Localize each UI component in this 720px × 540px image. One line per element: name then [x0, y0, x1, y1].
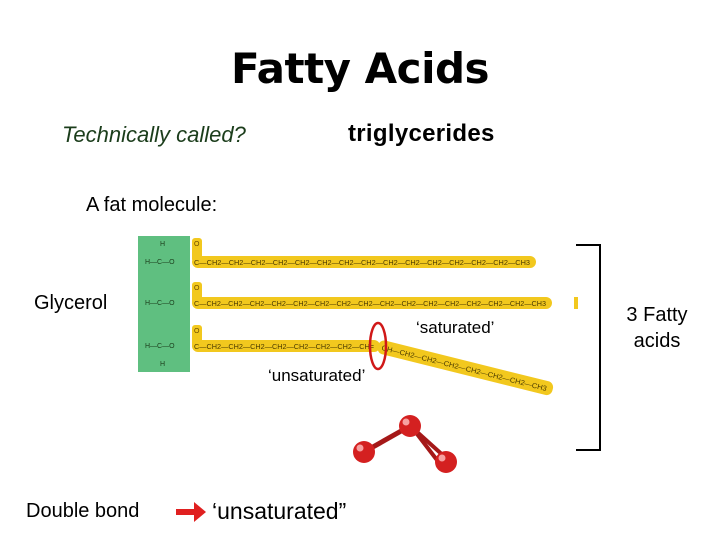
slide-title: Fatty Acids — [230, 44, 490, 93]
svg-text:O: O — [194, 285, 200, 292]
fat-molecule-caption: A fat molecule: — [86, 194, 218, 216]
chain-3-tail-formula: CH—CH2—CH2—CH2—CH2—CH2—CH2—CH3 — [381, 343, 548, 393]
svg-text:O: O — [194, 328, 200, 335]
fatty-acids-bracket — [576, 244, 601, 451]
glycerol-label: Glycerol — [34, 292, 108, 314]
unsaturated-label: ‘unsaturated’ — [268, 366, 366, 385]
fatty-acid-chain-1 — [192, 256, 536, 268]
double-bond-ball-model — [353, 415, 457, 473]
question-text: Technically called? — [62, 122, 246, 147]
double-bond-highlight — [368, 321, 388, 371]
arrow-icon — [176, 502, 206, 522]
glycerol-atom-row-3: H—C—O — [145, 343, 175, 350]
fatty-acid-chain-2 — [192, 297, 552, 309]
chain-3-formula: C—CH2—CH2—CH2—CH2—CH2—CH2—CH2—CH= — [194, 342, 374, 351]
chain-2-formula: C—CH2—CH2—CH2—CH2—CH2—CH2—CH2—CH2—CH2—CH… — [194, 299, 546, 308]
answer-text: triglycerides — [348, 120, 495, 147]
double-bond-label: Double bond — [26, 500, 140, 522]
svg-text:O: O — [194, 241, 200, 248]
glycerol-atom-row-2: H—C—O — [145, 300, 175, 307]
glycerol-atom-row-1: H—C—O — [145, 259, 175, 266]
glycerol-block — [138, 236, 190, 372]
glycerol-atoms: H H—C—O H—C—O H—C—O H — [145, 241, 175, 368]
unsaturated-footer-label: ‘unsaturated” — [212, 498, 347, 524]
glycerol-atom-bottom-h: H — [160, 361, 165, 368]
saturated-label: ‘saturated’ — [416, 318, 495, 337]
fatty-acids-label: 3 Fatty acids — [626, 304, 688, 352]
fatty-acid-chain-3-kink — [377, 340, 554, 396]
glycerol-atom-top-h: H — [160, 241, 165, 248]
chain-1-formula: C—CH2—CH2—CH2—CH2—CH2—CH2—CH2—CH2—CH2—CH… — [194, 258, 530, 267]
fatty-acid-chain-3 — [192, 340, 380, 352]
